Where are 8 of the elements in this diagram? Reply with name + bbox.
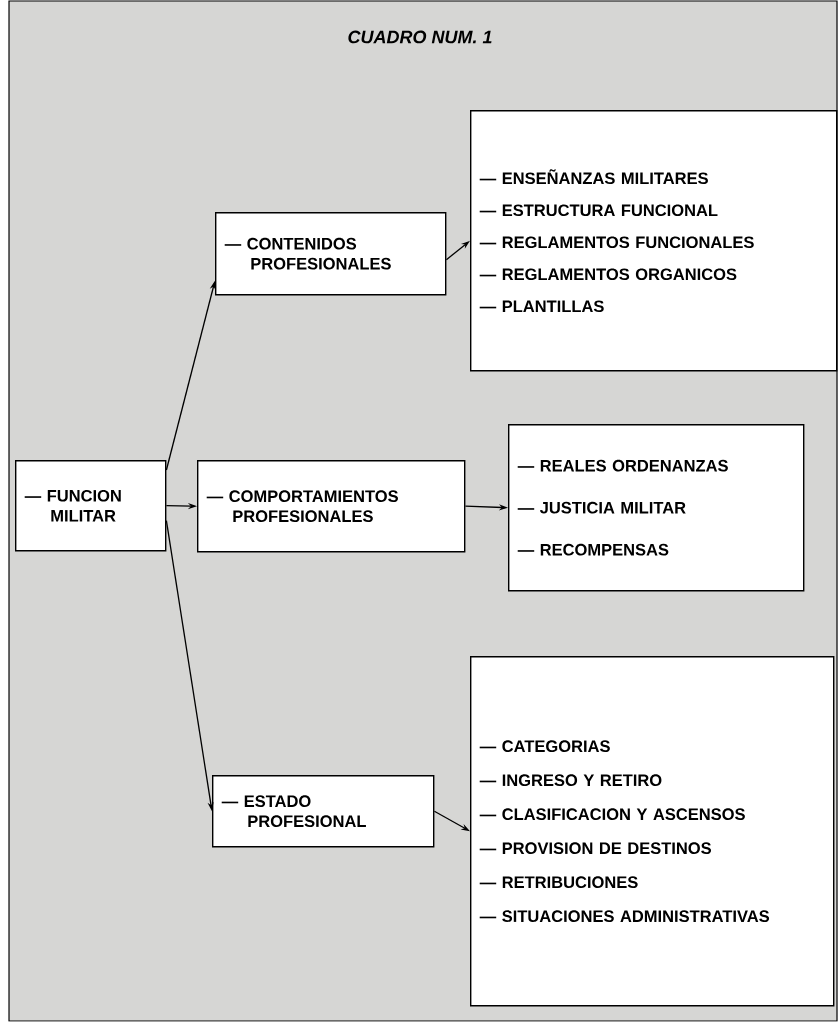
- list-box: — ENSEÑANZAS MILITARES — ESTRUCTURA FUNCIONAL — REGLAMENTOS FUNCIONALES — REGLAMENTOS ORGANICOS — PLANTILLAS: [470, 110, 838, 372]
- process-box: — FUNCION MILITAR: [15, 460, 167, 552]
- process-box: — COMPORTAMIENTOS PROFESIONALES: [197, 460, 466, 553]
- list-box: — CATEGORIAS — INGRESO Y RETIRO — CLASIFICACION Y ASCENSOS — PROVISION DE DESTINOS — RETRIBUCIONES — SITUACIONES ADMINISTRATIVAS: [470, 656, 835, 1007]
- process-box: — ESTADO PROFESIONAL: [212, 775, 435, 848]
- process-box: — CONTENIDOS PROFESIONALES: [215, 212, 447, 296]
- title: CUADRO NUM. 1: [348, 30, 492, 44]
- list-box: — REALES ORDENANZAS — JUSTICIA MILITAR — RECOMPENSAS: [508, 424, 805, 592]
